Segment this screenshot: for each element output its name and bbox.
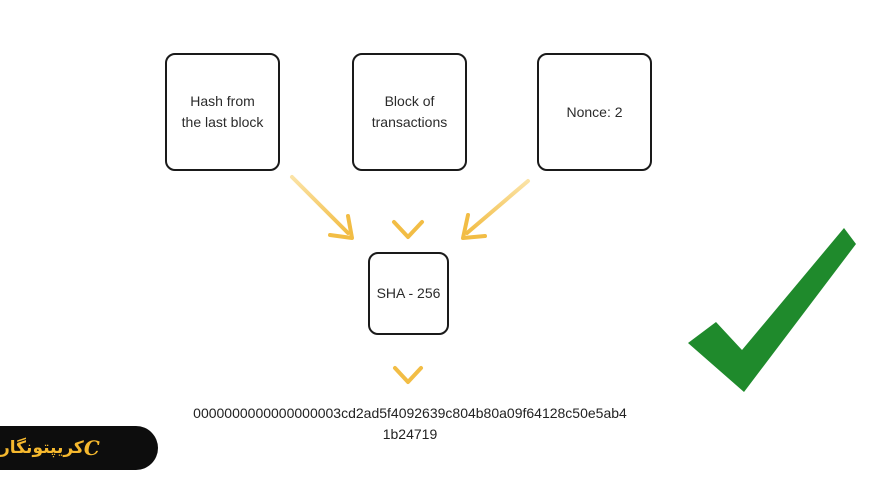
- block-box-label: Block of transactions: [371, 93, 448, 130]
- hash-output-line-1: 0000000000000000003cd2ad5f4092639c804b80…: [193, 405, 627, 421]
- sha256-box: SHA - 256: [368, 252, 449, 335]
- hash-box-label: Hash from the last block: [181, 93, 264, 130]
- brand-logo-text: کریپتونگار: [0, 438, 84, 458]
- brand-logo: C کریپتونگار: [0, 426, 158, 470]
- sha-box-label: SHA - 256: [376, 285, 441, 301]
- arrow-from-hash-icon: [290, 175, 354, 240]
- arrow-to-output-icon: [393, 340, 423, 384]
- arrow-from-nonce-icon: [461, 179, 530, 240]
- block-of-transactions-box: Block of transactions: [352, 53, 467, 171]
- hash-output: 0000000000000000003cd2ad5f4092639c804b80…: [150, 403, 670, 445]
- arrow-from-block-icon: [392, 188, 424, 239]
- nonce-box: Nonce: 2: [537, 53, 652, 171]
- hash-from-last-block-box: Hash from the last block: [165, 53, 280, 171]
- hash-output-line-2: 1b24719: [382, 426, 438, 442]
- check-mark-icon: [688, 228, 856, 392]
- nonce-box-label: Nonce: 2: [566, 103, 623, 120]
- brand-logo-mark-icon: C: [83, 436, 100, 460]
